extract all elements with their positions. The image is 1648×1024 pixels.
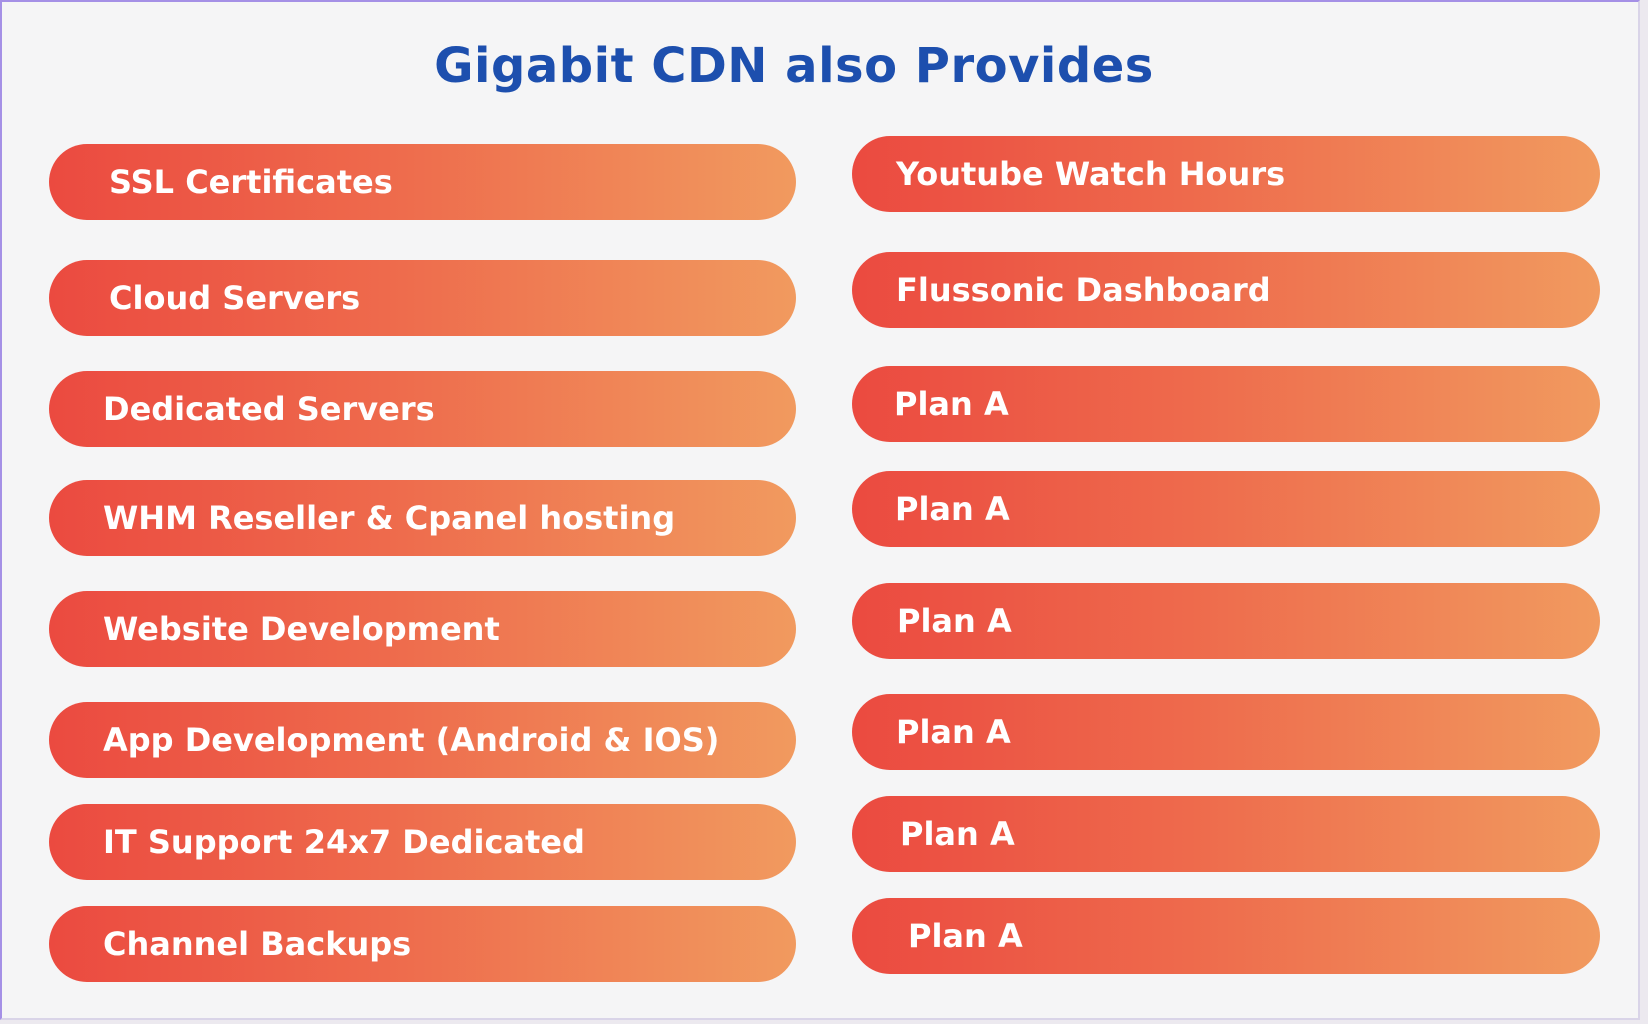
service-pill-label: App Development (Android & IOS) — [103, 721, 720, 759]
service-pill-plan-a: Plan A — [852, 583, 1600, 659]
service-pill-label: Website Development — [103, 610, 500, 648]
page-title: Gigabit CDN also Provides — [434, 38, 1154, 94]
service-pill-label: IT Support 24x7 Dedicated — [103, 823, 585, 861]
service-pill-it-support: IT Support 24x7 Dedicated — [49, 804, 796, 880]
service-pill-plan-a: Plan A — [852, 366, 1600, 442]
service-pill-label: Plan A — [908, 917, 1023, 955]
service-pill-app-development: App Development (Android & IOS) — [49, 702, 796, 778]
service-pill-website-development: Website Development — [49, 591, 796, 667]
service-pill-label: Dedicated Servers — [103, 390, 435, 428]
service-pill-plan-a: Plan A — [852, 898, 1600, 974]
service-pill-label: Plan A — [894, 385, 1009, 423]
service-pill-flussonic-dashboard: Flussonic Dashboard — [852, 252, 1600, 328]
service-pill-label: Plan A — [897, 602, 1012, 640]
service-pill-channel-backups: Channel Backups — [49, 906, 796, 982]
service-pill-label: Plan A — [896, 713, 1011, 751]
service-pill-plan-a: Plan A — [852, 694, 1600, 770]
service-pill-label: SSL Certificates — [109, 163, 393, 201]
service-pill-ssl-certificates: SSL Certificates — [49, 144, 796, 220]
service-pill-label: Cloud Servers — [109, 279, 361, 317]
service-pill-label: Plan A — [900, 815, 1015, 853]
service-pill-label: Channel Backups — [103, 925, 412, 963]
service-pill-label: Plan A — [895, 490, 1010, 528]
service-pill-plan-a: Plan A — [852, 471, 1600, 547]
service-pill-cloud-servers: Cloud Servers — [49, 260, 796, 336]
service-pill-youtube-watch-hours: Youtube Watch Hours — [852, 136, 1600, 212]
service-pill-plan-a: Plan A — [852, 796, 1600, 872]
service-pill-label: Flussonic Dashboard — [896, 271, 1271, 309]
service-pill-dedicated-servers: Dedicated Servers — [49, 371, 796, 447]
service-pill-whm-reseller: WHM Reseller & Cpanel hosting — [49, 480, 796, 556]
service-pill-label: WHM Reseller & Cpanel hosting — [103, 499, 676, 537]
service-pill-label: Youtube Watch Hours — [896, 155, 1286, 193]
